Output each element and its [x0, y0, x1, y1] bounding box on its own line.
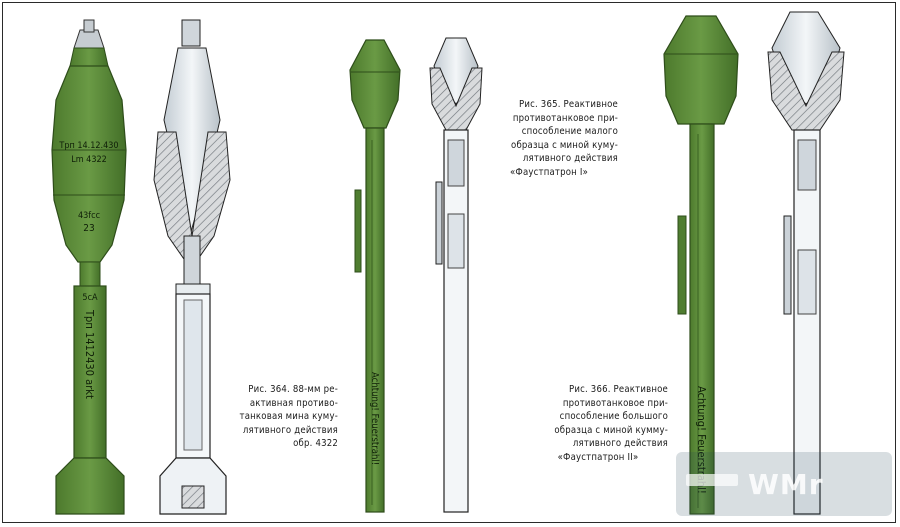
caption-line: способление малого — [521, 126, 618, 137]
marking-tail-vertical: Трп 1412430 arkt — [83, 309, 96, 399]
watermark-text: WMr — [748, 468, 824, 501]
marking-tail-1: 5cA — [82, 293, 98, 303]
caption-line: активная противо- — [249, 397, 338, 409]
marking-warhead-3: 43fcc — [78, 211, 100, 221]
caption-line: танковая мина куму- — [239, 411, 338, 422]
caption-line: «Фаустпатрон II» — [557, 451, 639, 463]
faustpatrone-2-cutaway — [767, 11, 845, 515]
caption-line: Рис. 366. Реактивное — [568, 384, 668, 395]
marking-tube-small: Achtung! Feuerstrahl! — [369, 372, 380, 465]
marking-warhead-1: Трп 14.12.430 — [58, 141, 118, 151]
grenade-364-exterior — [51, 19, 127, 515]
caption-line: образца с миной куму- — [511, 139, 618, 151]
caption-line: Рис. 364. 88-мм ре- — [248, 384, 338, 395]
marking-warhead-4: 23 — [83, 223, 94, 234]
caption-line: лятивного действия — [572, 438, 668, 449]
caption-fig-364: Рис. 364. 88-мм ре- активная противо- та… — [222, 383, 338, 451]
caption-line: противотанковое при- — [512, 112, 618, 124]
caption-line: образца с миной кумму- — [554, 424, 668, 436]
caption-line: лятивного действия — [242, 424, 338, 436]
caption-line: способление большого — [559, 411, 668, 422]
caption-line: обр. 4322 — [293, 438, 338, 449]
marking-warhead-2: Lm 4322 — [71, 155, 107, 165]
faustpatrone-1-exterior — [349, 39, 401, 513]
grenade-364-cutaway — [153, 19, 231, 515]
caption-line: «Фаустпатрон I» — [509, 166, 589, 178]
caption-fig-366: Рис. 366. Реактивное противотанковое при… — [528, 383, 668, 464]
faustpatrone-1-cutaway — [429, 37, 483, 513]
marking-tube-large: Achtung! Feuerstrahl! — [695, 386, 708, 494]
caption-line: лятивного действия — [522, 153, 618, 164]
caption-fig-365: Рис. 365. Реактивное противотанковое при… — [480, 98, 618, 179]
caption-line: противотанковое при- — [562, 397, 668, 409]
rifle-icon — [686, 474, 738, 486]
caption-line: Рис. 365. Реактивное — [518, 99, 618, 110]
watermark: WMr — [676, 452, 892, 516]
faustpatrone-2-exterior — [663, 15, 739, 515]
